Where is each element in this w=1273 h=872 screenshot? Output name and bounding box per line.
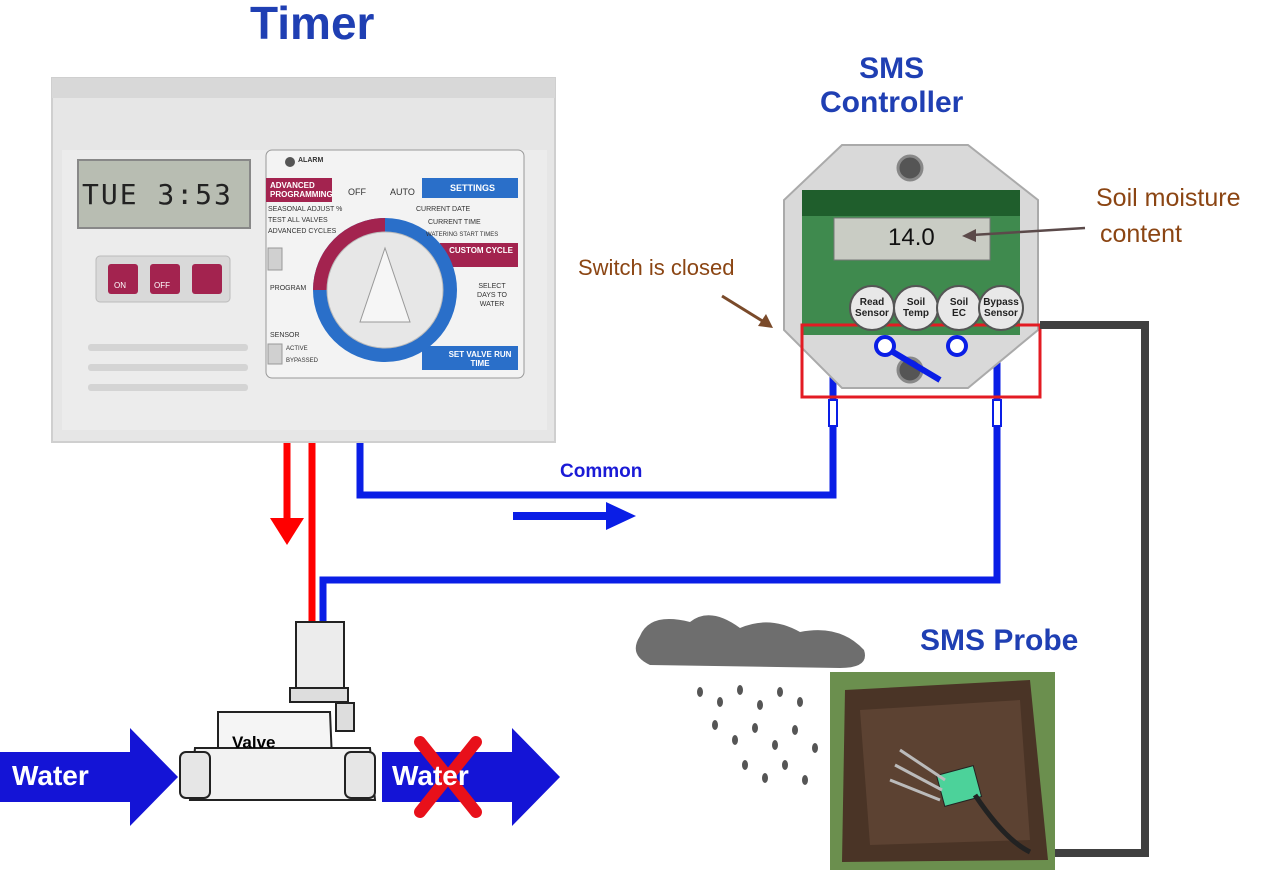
bypass-sensor-line1: Bypass xyxy=(983,297,1019,308)
sms-controller-unit xyxy=(783,144,1039,389)
advanced-programming-label: ADVANCED PROGRAMMING xyxy=(270,181,333,199)
timer-title: Timer xyxy=(250,0,375,49)
read-sensor-line1: Read xyxy=(859,297,885,308)
timer-unit xyxy=(51,77,556,443)
rain-cloud xyxy=(635,615,865,785)
program-label: PROGRAM xyxy=(270,285,307,292)
active-label: ACTIVE xyxy=(286,346,308,352)
solenoid-valve xyxy=(179,621,377,801)
bypassed-label: BYPASSED xyxy=(286,358,318,364)
advanced-cycles-label: ADVANCED CYCLES xyxy=(268,228,337,235)
soil-ec-line2: EC xyxy=(952,308,966,319)
sms-title-line1: SMS xyxy=(859,52,925,85)
timer-on-button[interactable]: ON xyxy=(114,281,126,290)
off-label: OFF xyxy=(348,187,366,197)
switch-closed-pointer xyxy=(721,294,773,328)
valve-label: Valve xyxy=(232,733,276,752)
sms-probe-title: SMS Probe xyxy=(920,624,1079,657)
soil-moisture-pointer xyxy=(962,226,1086,242)
sensor-label: SENSOR xyxy=(270,332,300,339)
test-all-valves-label: TEST ALL VALVES xyxy=(268,217,328,224)
sms-title-line2: Controller xyxy=(820,86,964,119)
auto-label: AUTO xyxy=(390,187,415,197)
bypass-sensor-line2: Sensor xyxy=(984,308,1018,319)
read-sensor-line2: Sensor xyxy=(855,308,889,319)
common-wire-label: Common xyxy=(560,461,643,482)
soil-moisture-line1: Soil moisture xyxy=(1096,184,1241,212)
water-out-label: Water xyxy=(392,760,469,791)
current-time-label: CURRENT TIME xyxy=(428,219,481,226)
soil-moisture-line2: content xyxy=(1100,220,1183,248)
switch-symbol xyxy=(874,335,968,383)
alarm-label: ALARM xyxy=(298,157,324,164)
blocked-x-mark xyxy=(414,736,482,818)
water-in-arrow xyxy=(0,728,178,826)
sms-moisture-reading: 14.0 xyxy=(888,224,935,251)
soil-ec-line1: Soil xyxy=(949,297,969,308)
switch-closed-label: Switch is closed xyxy=(578,255,735,280)
red-wires xyxy=(270,443,316,623)
custom-cycle-label: CUSTOM CYCLE xyxy=(449,246,513,255)
select-days-label: SELECT DAYS TO WATER xyxy=(477,283,507,308)
settings-label: SETTINGS xyxy=(450,183,496,193)
soil-temp-line2: Temp xyxy=(903,308,929,319)
water-in-label: Water xyxy=(12,760,89,791)
probe-cable xyxy=(1030,321,1149,857)
soil-moisture-label: Soil moisture content xyxy=(1096,180,1241,252)
current-date-label: CURRENT DATE xyxy=(416,206,471,213)
timer-off-button[interactable]: OFF xyxy=(154,281,170,290)
soil-temp-line1: Soil xyxy=(906,297,926,308)
seasonal-adjust-label: SEASONAL ADJUST % xyxy=(268,206,343,213)
sms-controller-title: SMS Controller xyxy=(820,52,963,120)
watering-start-times-label: WATERING START TIMES xyxy=(426,232,499,238)
timer-lcd-display: TUE 3:53 xyxy=(82,178,233,211)
set-valve-run-time-label: SET VALVE RUN TIME xyxy=(448,350,512,368)
sms-probe-photo xyxy=(830,672,1055,870)
common-direction-arrow xyxy=(513,502,636,530)
